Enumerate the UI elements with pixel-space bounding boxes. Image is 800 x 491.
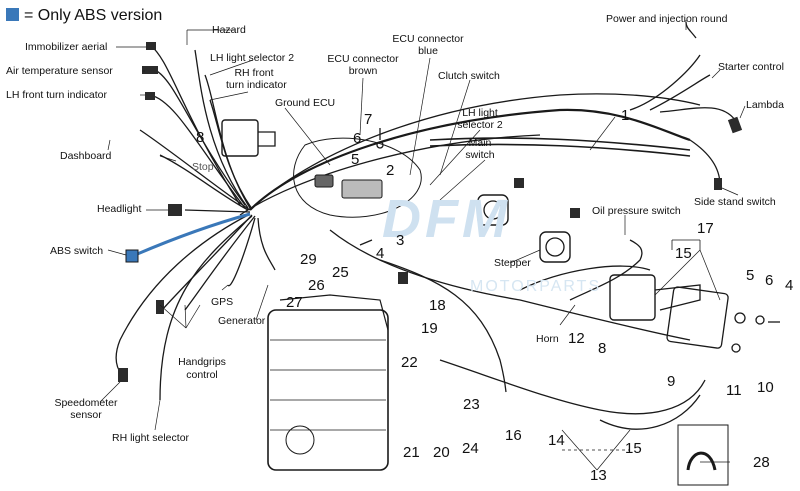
callout-6-right: 6 <box>765 272 774 289</box>
callout-27: 27 <box>286 294 303 311</box>
label-stop: Stop <box>192 161 214 173</box>
label-lh-light-selector-2-mid-1: LH light <box>462 107 498 119</box>
abs-switch-connector <box>125 249 139 263</box>
callout-2: 2 <box>386 162 395 179</box>
label-immobilizer-aerial: Immobilizer aerial <box>25 41 108 53</box>
callout-17: 17 <box>697 220 714 237</box>
callout-4-right: 4 <box>785 277 794 294</box>
label-gps: GPS <box>211 296 234 308</box>
callout-5-right: 5 <box>746 267 755 284</box>
label-air-temperature-sensor: Air temperature sensor <box>6 65 113 77</box>
legend: = Only ABS version <box>6 6 162 26</box>
label-lambda: Lambda <box>746 99 784 111</box>
callout-13: 13 <box>590 467 607 484</box>
label-stepper: Stepper <box>494 257 531 269</box>
callout-8-left: 8 <box>196 129 205 146</box>
callout-19: 19 <box>421 320 438 337</box>
label-rh-front-turn-2: turn indicator <box>226 79 287 91</box>
label-oil-pressure-switch: Oil pressure switch <box>592 205 681 217</box>
label-ground-ecu: Ground ECU <box>275 97 336 109</box>
watermark: DFM <box>382 189 511 249</box>
callout-18: 18 <box>429 297 446 314</box>
label-rh-light-selector: RH light selector <box>112 432 190 444</box>
label-ecu-blue-2: blue <box>418 45 438 57</box>
label-dashboard: Dashboard <box>60 150 112 162</box>
callout-24: 24 <box>462 440 479 457</box>
callout-1: 1 <box>621 107 630 124</box>
label-handgrips-2: control <box>186 369 218 381</box>
label-main-switch-1: Main <box>468 137 492 149</box>
label-lh-front-turn-indicator: LH front turn indicator <box>6 89 107 101</box>
callout-21: 21 <box>403 444 420 461</box>
label-power-and-injection-round: Power and injection round <box>606 13 728 25</box>
callout-23: 23 <box>463 396 480 413</box>
label-ecu-brown-1: ECU connector <box>327 53 399 65</box>
callout-9: 9 <box>667 373 676 390</box>
callout-6-center: 6 <box>353 130 362 147</box>
label-hazard: Hazard <box>212 24 246 36</box>
callout-12: 12 <box>568 330 585 347</box>
main-harness <box>249 108 691 211</box>
label-lh-light-selector-2-top: LH light selector 2 <box>210 52 295 64</box>
abs-switch-lead <box>134 212 251 257</box>
label-horn: Horn <box>536 333 559 345</box>
label-ecu-brown-2: brown <box>348 65 378 77</box>
label-generator: Generator <box>218 315 266 327</box>
callout-28: 28 <box>753 454 770 471</box>
callout-22: 22 <box>401 354 418 371</box>
label-starter-control: Starter control <box>718 61 784 73</box>
callout-7: 7 <box>364 111 373 128</box>
label-abs-switch: ABS switch <box>50 245 104 257</box>
label-headlight: Headlight <box>97 203 142 215</box>
label-handgrips-1: Handgrips <box>178 356 226 368</box>
label-side-stand-switch: Side stand switch <box>694 196 776 208</box>
label-speedometer-1: Speedometer <box>54 397 118 409</box>
legend-text: = Only ABS version <box>24 7 163 24</box>
callout-3: 3 <box>396 232 405 249</box>
callout-20: 20 <box>433 444 450 461</box>
callout-8-right: 8 <box>598 340 607 357</box>
callout-15-bottom: 15 <box>625 440 642 457</box>
label-speedometer-2: sensor <box>70 409 102 421</box>
label-ecu-blue-1: ECU connector <box>392 33 464 45</box>
callout-25: 25 <box>332 264 349 281</box>
label-clutch-switch: Clutch switch <box>438 70 500 82</box>
label-rh-front-turn-1: RH front <box>234 67 274 79</box>
callout-15-top: 15 <box>675 245 692 262</box>
watermark-sub: MOTORPARTS <box>470 278 602 295</box>
label-lh-light-selector-2-mid-2: selector 2 <box>457 119 503 131</box>
callout-16: 16 <box>505 427 522 444</box>
callout-29: 29 <box>300 251 317 268</box>
callout-11: 11 <box>726 382 742 399</box>
callout-14: 14 <box>548 432 565 449</box>
callout-26: 26 <box>308 277 325 294</box>
callout-4-center: 4 <box>376 245 385 262</box>
legend-swatch <box>6 8 19 21</box>
callout-5-center: 5 <box>351 151 360 168</box>
callout-10: 10 <box>757 379 774 396</box>
label-main-switch-2: switch <box>465 149 495 161</box>
